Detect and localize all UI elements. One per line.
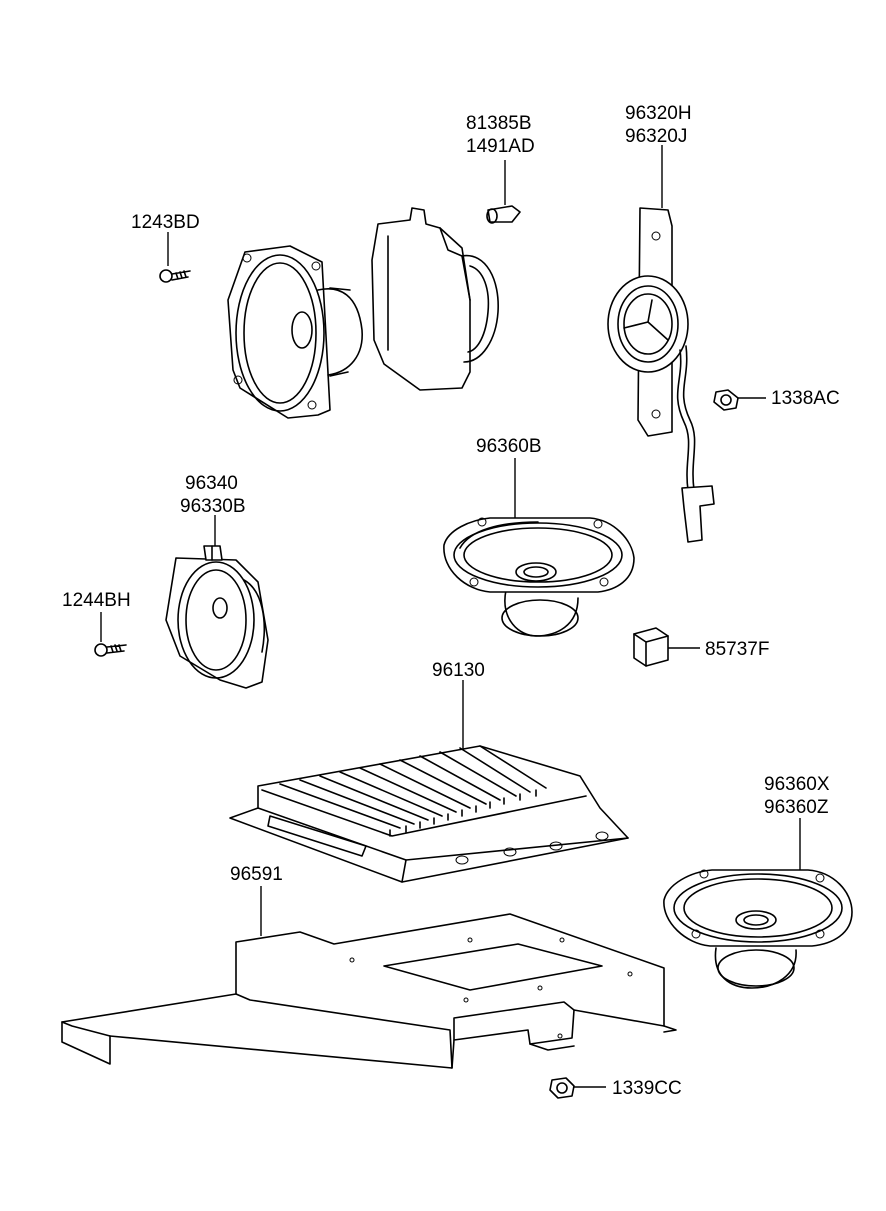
screw-1244bh	[94, 643, 127, 657]
speaker-96360b	[443, 517, 635, 637]
speaker-96360x	[663, 869, 853, 989]
amplifier-bracket-96591	[61, 913, 677, 1069]
label-96591: 96591	[230, 864, 283, 885]
label-1339cc: 1339CC	[612, 1078, 682, 1099]
label-96330b: 96330B	[180, 496, 246, 517]
speaker-96340	[165, 545, 269, 689]
clip-81385b	[486, 205, 521, 224]
label-96340: 96340	[185, 473, 238, 494]
speaker-bracket	[371, 207, 499, 391]
label-96360x: 96360X	[764, 774, 830, 795]
amplifier-96130	[229, 745, 629, 883]
label-1338ac: 1338AC	[771, 388, 840, 409]
front-door-speaker	[227, 245, 363, 419]
nut-1339cc	[549, 1077, 575, 1099]
label-1244bh: 1244BH	[62, 590, 131, 611]
label-1243bd: 1243BD	[131, 212, 200, 233]
nut-1338ac	[713, 389, 739, 411]
connector-85737f	[633, 627, 669, 667]
label-1491ad: 1491AD	[466, 136, 535, 157]
screw-1243bd	[159, 269, 191, 283]
label-85737f: 85737F	[705, 639, 769, 660]
label-96320h: 96320H	[625, 103, 692, 124]
label-96320j: 96320J	[625, 126, 687, 147]
tweeter-bracket-assembly	[607, 207, 715, 543]
label-81385b: 81385B	[466, 113, 532, 134]
label-96130: 96130	[432, 660, 485, 681]
label-96360b: 96360B	[476, 436, 542, 457]
label-96360z: 96360Z	[764, 797, 829, 818]
